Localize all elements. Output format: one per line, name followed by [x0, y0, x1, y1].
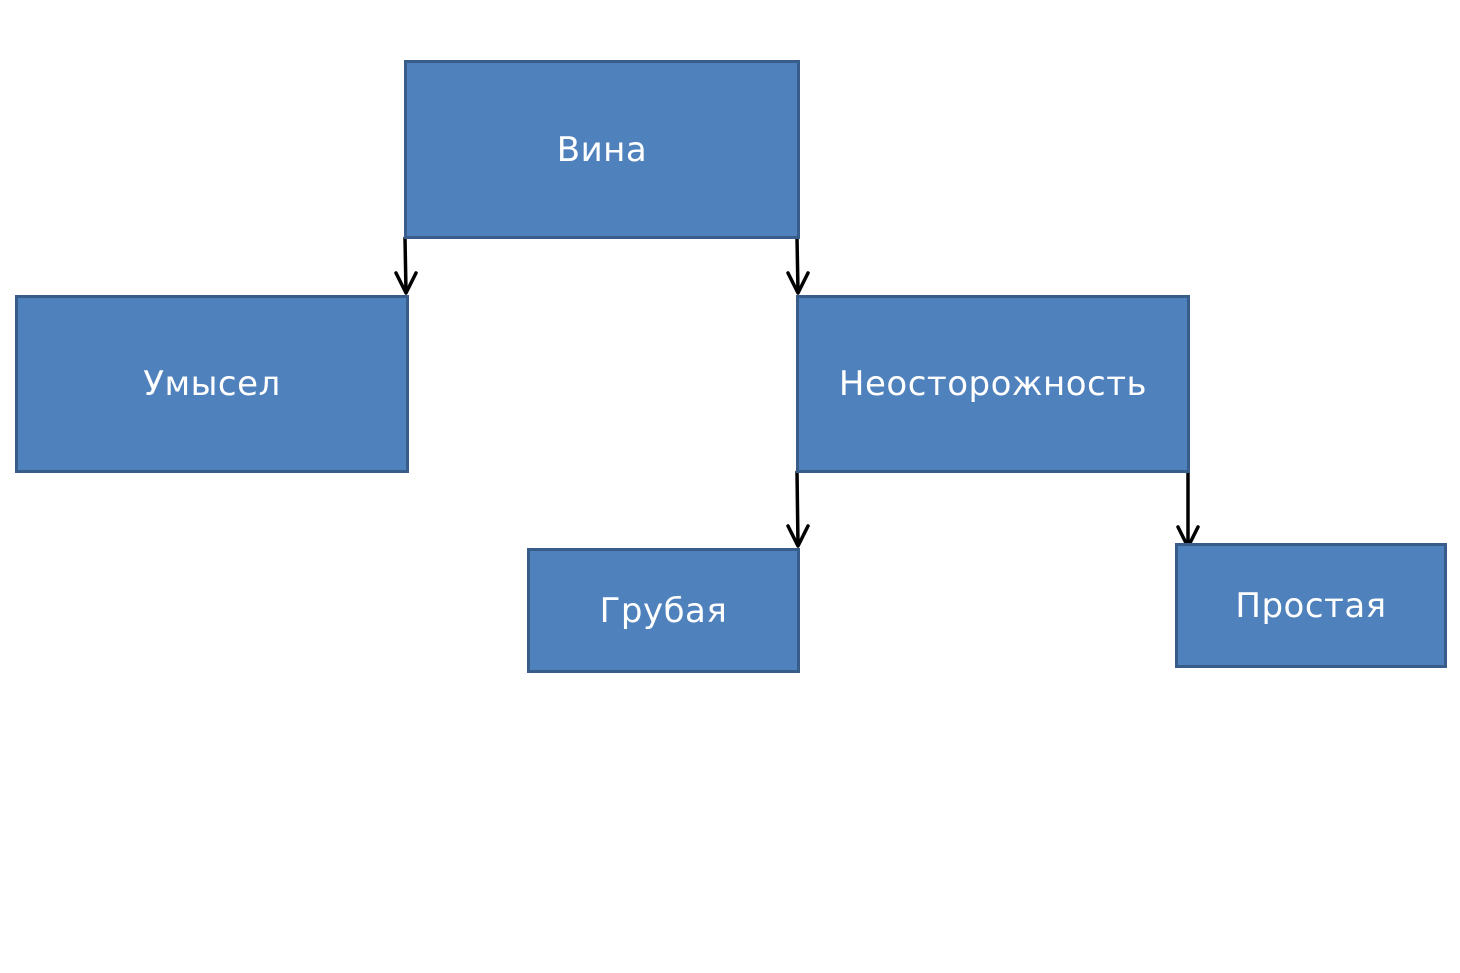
node-grubaya-label: Грубая: [599, 590, 728, 631]
node-umysel-label: Умысел: [143, 364, 281, 404]
node-umysel: Умысел: [15, 295, 409, 473]
node-grubaya: Грубая: [527, 548, 800, 673]
node-prostaya: Простая: [1175, 543, 1447, 668]
node-neostorozhnost: Неосторожность: [796, 295, 1190, 473]
node-prostaya-label: Простая: [1235, 585, 1387, 626]
node-neostorozhnost-label: Неосторожность: [838, 364, 1148, 404]
arrow-vina-to-neostorozhnost: [786, 236, 810, 295]
arrow-neostorozhnost-to-grubaya: [786, 470, 810, 548]
node-vina: Вина: [404, 60, 800, 239]
node-vina-label: Вина: [556, 129, 648, 170]
arrow-vina-to-umysel: [394, 236, 418, 295]
arrow-neostorozhnost-to-prostaya: [1176, 470, 1200, 549]
